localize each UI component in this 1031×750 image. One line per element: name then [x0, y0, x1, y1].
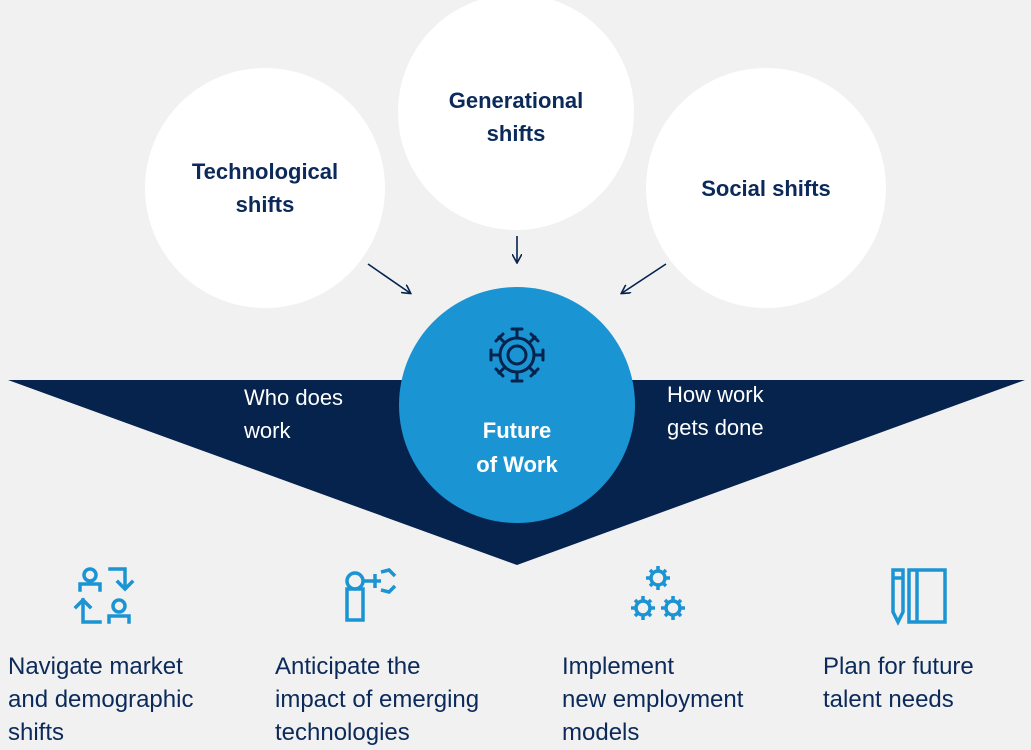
future-of-work-label: Future of Work: [476, 418, 558, 477]
arrow-social: [622, 263, 667, 293]
gears-icon: [631, 566, 685, 620]
item-caption: Implement new employment models: [562, 653, 744, 746]
technological-shifts-label: Technological shifts: [191, 159, 339, 217]
social-shifts-circle: [646, 68, 886, 308]
who-does-work-label: Who does work: [244, 385, 344, 443]
generational-shifts-label: Generational shifts: [448, 88, 584, 146]
arrow-technological: [367, 263, 410, 293]
item-caption: Plan for future talent needs: [823, 653, 974, 713]
social-shifts-label: Social shifts: [701, 176, 831, 201]
item-caption: Navigate market and demographic shifts: [8, 653, 194, 746]
pencil-notebook-icon: [891, 568, 947, 626]
item-caption: Anticipate the impact of emerging techno…: [275, 653, 480, 746]
future-of-work-circle: [399, 287, 635, 523]
how-work-gets-done-label: How work gets done: [667, 382, 764, 440]
exchange-people-icon: [73, 567, 135, 624]
robot-arm-icon: [345, 568, 397, 622]
generational-shifts-circle: [398, 0, 634, 230]
technological-shifts-circle: [145, 68, 385, 308]
virus-gear-icon: [489, 327, 545, 383]
